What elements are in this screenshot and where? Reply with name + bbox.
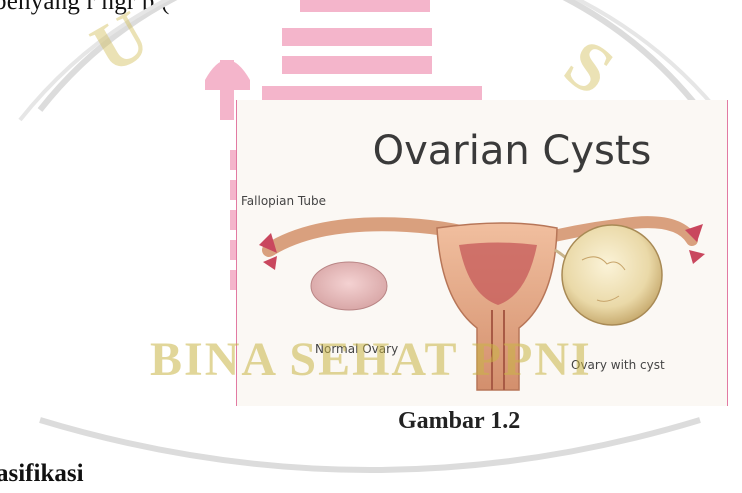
- figure-caption: Gambar 1.2: [398, 408, 520, 435]
- body-text-line: penyang r ngr p (: [0, 0, 742, 16]
- watermark-text: BINA SEHAT PPNI: [150, 332, 610, 387]
- svg-text:S: S: [551, 25, 627, 110]
- figure-title: Ovarian Cysts: [237, 128, 727, 174]
- section-heading: asifikasi: [0, 460, 84, 488]
- label-fallopian-tube: Fallopian Tube: [241, 194, 326, 208]
